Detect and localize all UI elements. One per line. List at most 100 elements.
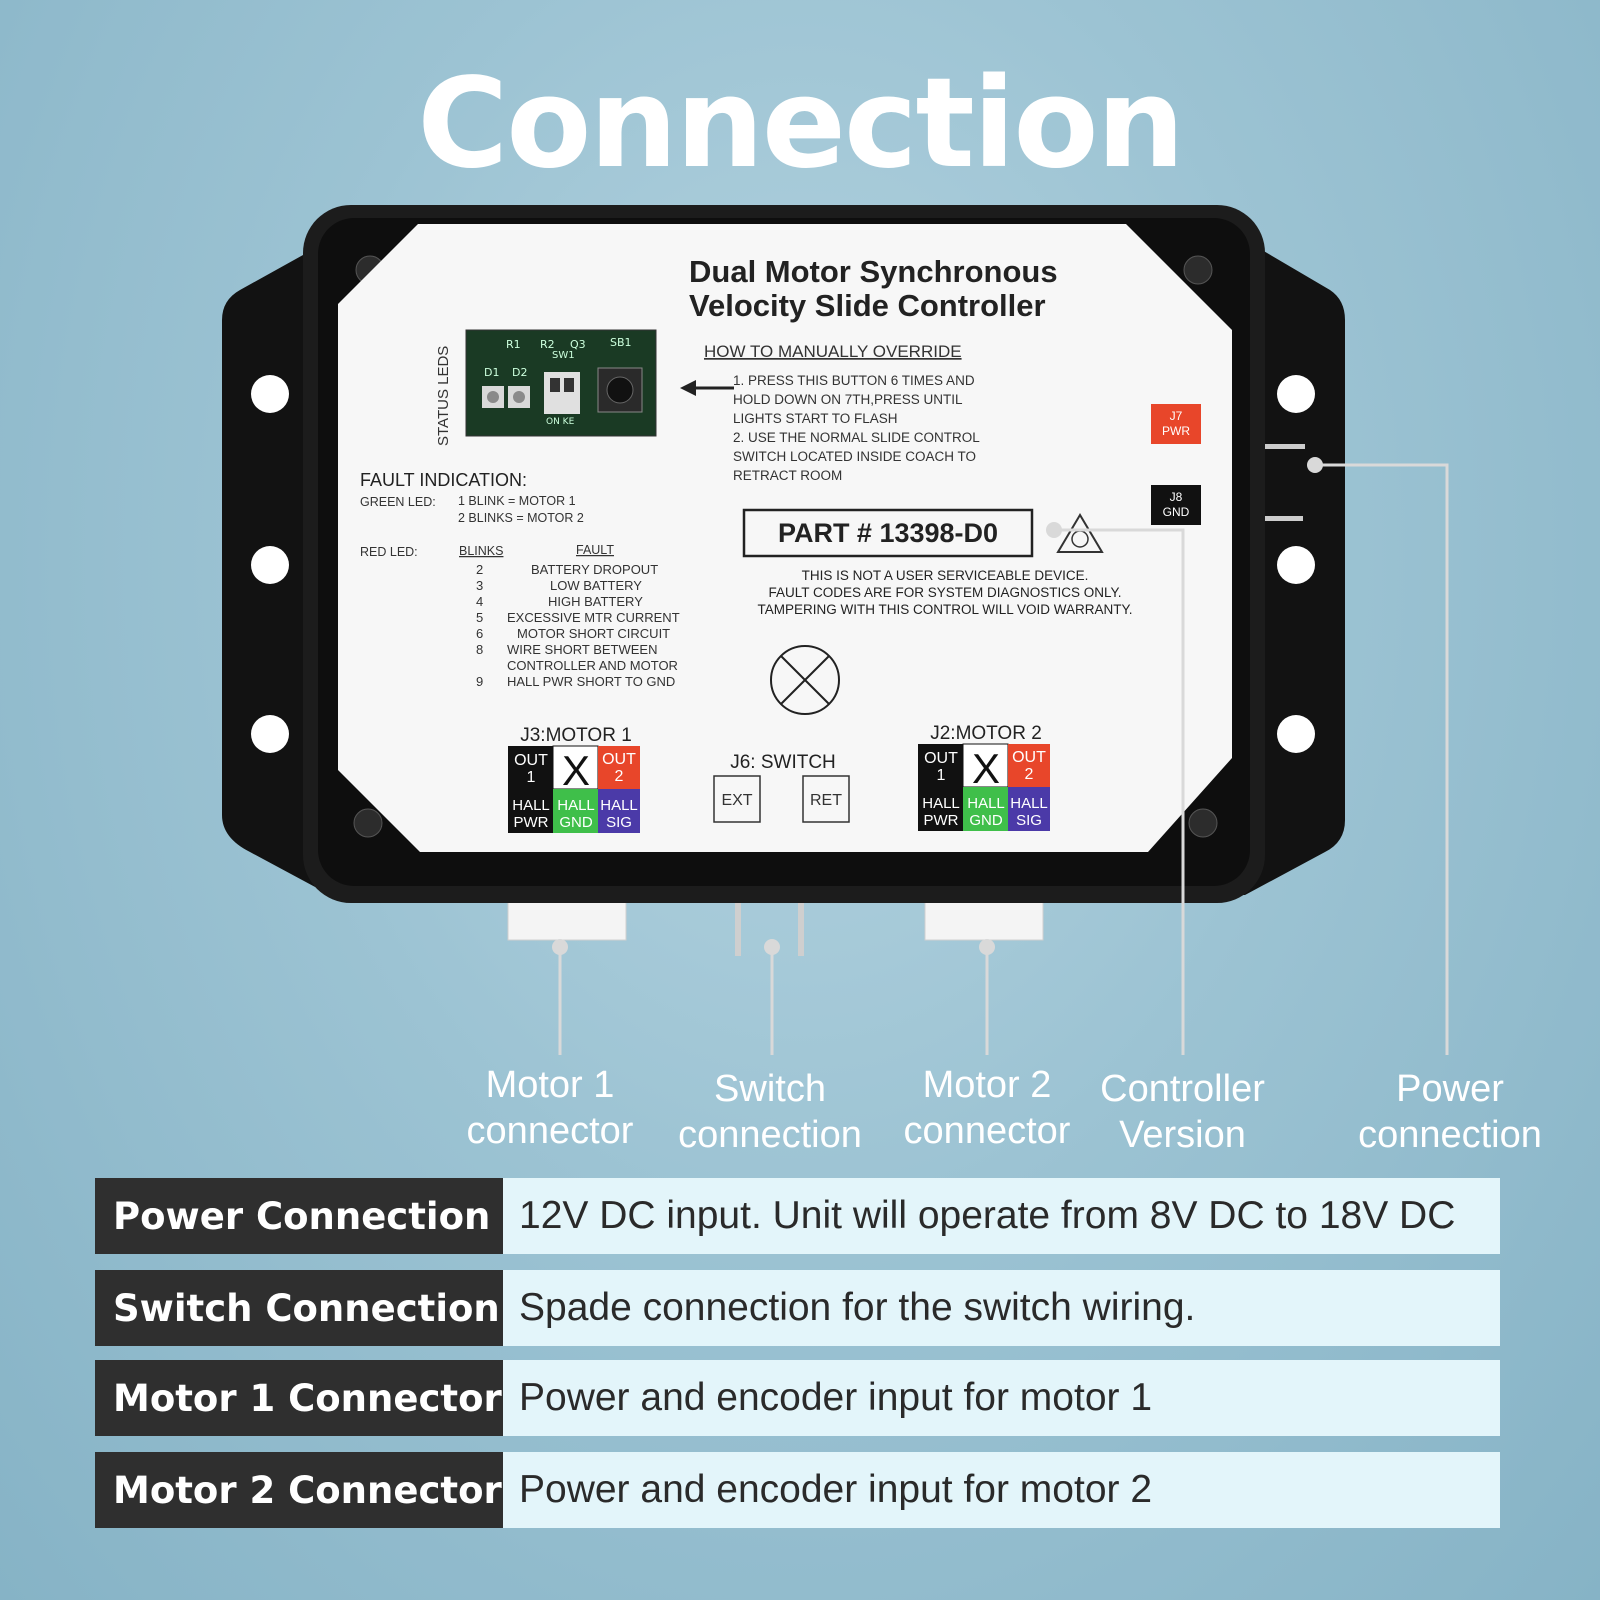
svg-text:EXT: EXT bbox=[721, 792, 752, 809]
j7-pwr-badge: J7 PWR bbox=[1151, 404, 1201, 444]
svg-text:6: 6 bbox=[476, 626, 483, 641]
svg-text:D1: D1 bbox=[484, 366, 499, 379]
green-led-line: 2 BLINKS = MOTOR 2 bbox=[458, 511, 584, 525]
spec-row: Motor 1 Connector Power and encoder inpu… bbox=[95, 1360, 1500, 1436]
svg-text:LIGHTS START TO FLASH: LIGHTS START TO FLASH bbox=[733, 411, 898, 426]
j2-label: J2:MOTOR 2 bbox=[930, 723, 1042, 744]
svg-text:R2: R2 bbox=[540, 338, 555, 351]
svg-text:9: 9 bbox=[476, 674, 483, 689]
callout-dots bbox=[552, 457, 1323, 955]
svg-text:X: X bbox=[972, 745, 1000, 792]
switch-spade-terminals bbox=[735, 890, 804, 956]
fault-title: FAULT INDICATION: bbox=[360, 470, 527, 490]
svg-text:SWITCH LOCATED INSIDE COACH TO: SWITCH LOCATED INSIDE COACH TO bbox=[733, 449, 976, 464]
j3-label: J3:MOTOR 1 bbox=[520, 725, 632, 746]
j6-label: J6: SWITCH bbox=[730, 752, 836, 773]
spec-desc: Spade connection for the switch wiring. bbox=[503, 1270, 1500, 1346]
svg-text:2: 2 bbox=[1025, 766, 1034, 783]
svg-text:X: X bbox=[562, 747, 590, 794]
svg-text:OUT: OUT bbox=[514, 752, 548, 769]
part-number-box: PART # 13398-D0 bbox=[742, 508, 1034, 558]
power-studs bbox=[1265, 444, 1305, 521]
svg-text:PWR: PWR bbox=[1162, 424, 1190, 438]
spec-desc: Power and encoder input for motor 2 bbox=[503, 1452, 1500, 1528]
svg-text:PWR: PWR bbox=[924, 812, 959, 829]
svg-text:2. USE THE NORMAL SLIDE CONT: 2. USE THE NORMAL SLIDE CONTROL bbox=[733, 430, 980, 445]
svg-text:SB1: SB1 bbox=[610, 336, 632, 349]
svg-text:HALL: HALL bbox=[557, 797, 595, 814]
svg-text:PWR: PWR bbox=[514, 814, 549, 831]
svg-text:ON KE: ON KE bbox=[546, 417, 575, 427]
callout-motor-2: Motor 2 connector bbox=[903, 1064, 1071, 1152]
svg-text:5: 5 bbox=[476, 610, 483, 625]
svg-text:HALL: HALL bbox=[1010, 795, 1048, 812]
svg-text:TAMPERING WITH THIS CONTROL WI: TAMPERING WITH THIS CONTROL WILL VOID WA… bbox=[757, 602, 1132, 617]
j2-pin-map: OUT 1 X OUT 2 HALL PWR HALL GND HALL SIG bbox=[918, 743, 1050, 831]
warning-text: THIS IS NOT A USER SERVICEABLE DEVICE. F… bbox=[757, 568, 1132, 617]
spec-row: Motor 2 Connector Power and encoder inpu… bbox=[95, 1452, 1500, 1528]
svg-text:1: 1 bbox=[527, 769, 536, 786]
override-title: HOW TO MANUALLY OVERRIDE bbox=[704, 342, 962, 361]
svg-text:1: 1 bbox=[937, 767, 946, 784]
callout-controller-version: Controller Version bbox=[1100, 1068, 1265, 1156]
pcb-window: R1 R2 Q3 SB1 SW1 D1 D2 ON KE bbox=[465, 329, 657, 437]
svg-text:HALL: HALL bbox=[512, 797, 550, 814]
svg-text:8: 8 bbox=[476, 642, 483, 657]
svg-text:HOLD DOWN ON 7TH,PRESS UNTIL: HOLD DOWN ON 7TH,PRESS UNTIL bbox=[733, 392, 963, 407]
svg-text:HALL: HALL bbox=[922, 795, 960, 812]
svg-text:THIS IS NOT A USER SERVICEABLE: THIS IS NOT A USER SERVICEABLE DEVICE. bbox=[802, 568, 1089, 583]
svg-text:D2: D2 bbox=[512, 366, 527, 379]
spec-name: Motor 1 Connector bbox=[95, 1360, 503, 1436]
svg-text:MOTOR SHORT CIRCUIT: MOTOR SHORT CIRCUIT bbox=[517, 626, 670, 641]
j3-pin-map: OUT 1 X OUT 2 HALL PWR HALL GND HALL SIG bbox=[508, 745, 640, 833]
device-heading-line2: Velocity Slide Controller bbox=[689, 288, 1046, 323]
fault-header: FAULT bbox=[576, 543, 614, 557]
green-led-line: 1 BLINK = MOTOR 1 bbox=[458, 494, 576, 508]
svg-text:2: 2 bbox=[615, 768, 624, 785]
svg-text:HALL PWR SHORT TO GND: HALL PWR SHORT TO GND bbox=[507, 674, 675, 689]
svg-text:J8: J8 bbox=[1170, 490, 1183, 504]
mounting-holes bbox=[251, 375, 1315, 753]
svg-text:FAULT CODES ARE FOR SYSTEM DIA: FAULT CODES ARE FOR SYSTEM DIAGNOSTICS O… bbox=[768, 585, 1121, 600]
device-heading-line1: Dual Motor Synchronous bbox=[689, 254, 1058, 289]
svg-text:GND: GND bbox=[559, 814, 593, 831]
spec-desc: 12V DC input. Unit will operate from 8V … bbox=[503, 1178, 1500, 1254]
svg-text:R1: R1 bbox=[506, 338, 521, 351]
callout-motor-1: Motor 1 connector bbox=[466, 1064, 634, 1152]
svg-text:SIG: SIG bbox=[606, 814, 632, 831]
svg-text:BATTERY DROPOUT: BATTERY DROPOUT bbox=[531, 562, 658, 577]
svg-text:SW1: SW1 bbox=[552, 350, 575, 361]
svg-text:Q3: Q3 bbox=[570, 338, 586, 351]
green-led-label: GREEN LED: bbox=[360, 495, 436, 509]
spec-name: Motor 2 Connector bbox=[95, 1452, 503, 1528]
svg-text:OUT: OUT bbox=[924, 750, 958, 767]
svg-text:4: 4 bbox=[476, 594, 483, 609]
spec-desc: Power and encoder input for motor 1 bbox=[503, 1360, 1500, 1436]
svg-text:PART # 13398-D0: PART # 13398-D0 bbox=[778, 518, 998, 548]
svg-text:J7: J7 bbox=[1170, 409, 1183, 423]
override-steps: 1. PRESS THIS BUTTON 6 TIMES AND HOLD DO… bbox=[733, 373, 980, 483]
svg-text:EXCESSIVE MTR CURRENT: EXCESSIVE MTR CURRENT bbox=[507, 610, 680, 625]
svg-text:SIG: SIG bbox=[1016, 812, 1042, 829]
spec-name: Switch Connection bbox=[95, 1270, 503, 1346]
indicator-lamp-icon bbox=[770, 645, 840, 715]
svg-text:OUT: OUT bbox=[1012, 749, 1046, 766]
page-title: Connection bbox=[417, 52, 1185, 196]
spec-name: Power Connection bbox=[95, 1178, 503, 1254]
blinks-header: BLINKS bbox=[459, 544, 503, 558]
spec-row: Power Connection 12V DC input. Unit will… bbox=[95, 1178, 1500, 1254]
spec-row: Switch Connection Spade connection for t… bbox=[95, 1270, 1500, 1346]
svg-text:3: 3 bbox=[476, 578, 483, 593]
status-leds-label: STATUS LEDS bbox=[435, 346, 452, 446]
svg-text:LOW BATTERY: LOW BATTERY bbox=[550, 578, 642, 593]
fault-list: 2 BATTERY DROPOUT 3 LOW BATTERY 4 HIGH B… bbox=[476, 562, 680, 689]
svg-text:HALL: HALL bbox=[967, 795, 1005, 812]
red-led-label: RED LED: bbox=[360, 545, 418, 559]
svg-text:WIRE SHORT BETWEEN: WIRE SHORT BETWEEN bbox=[507, 642, 657, 657]
callout-switch: Switch connection bbox=[678, 1068, 862, 1156]
callout-power: Power connection bbox=[1358, 1068, 1542, 1156]
j6-terminals: EXT RET bbox=[713, 775, 850, 823]
svg-text:HALL: HALL bbox=[600, 797, 638, 814]
dip-switch bbox=[544, 372, 580, 414]
